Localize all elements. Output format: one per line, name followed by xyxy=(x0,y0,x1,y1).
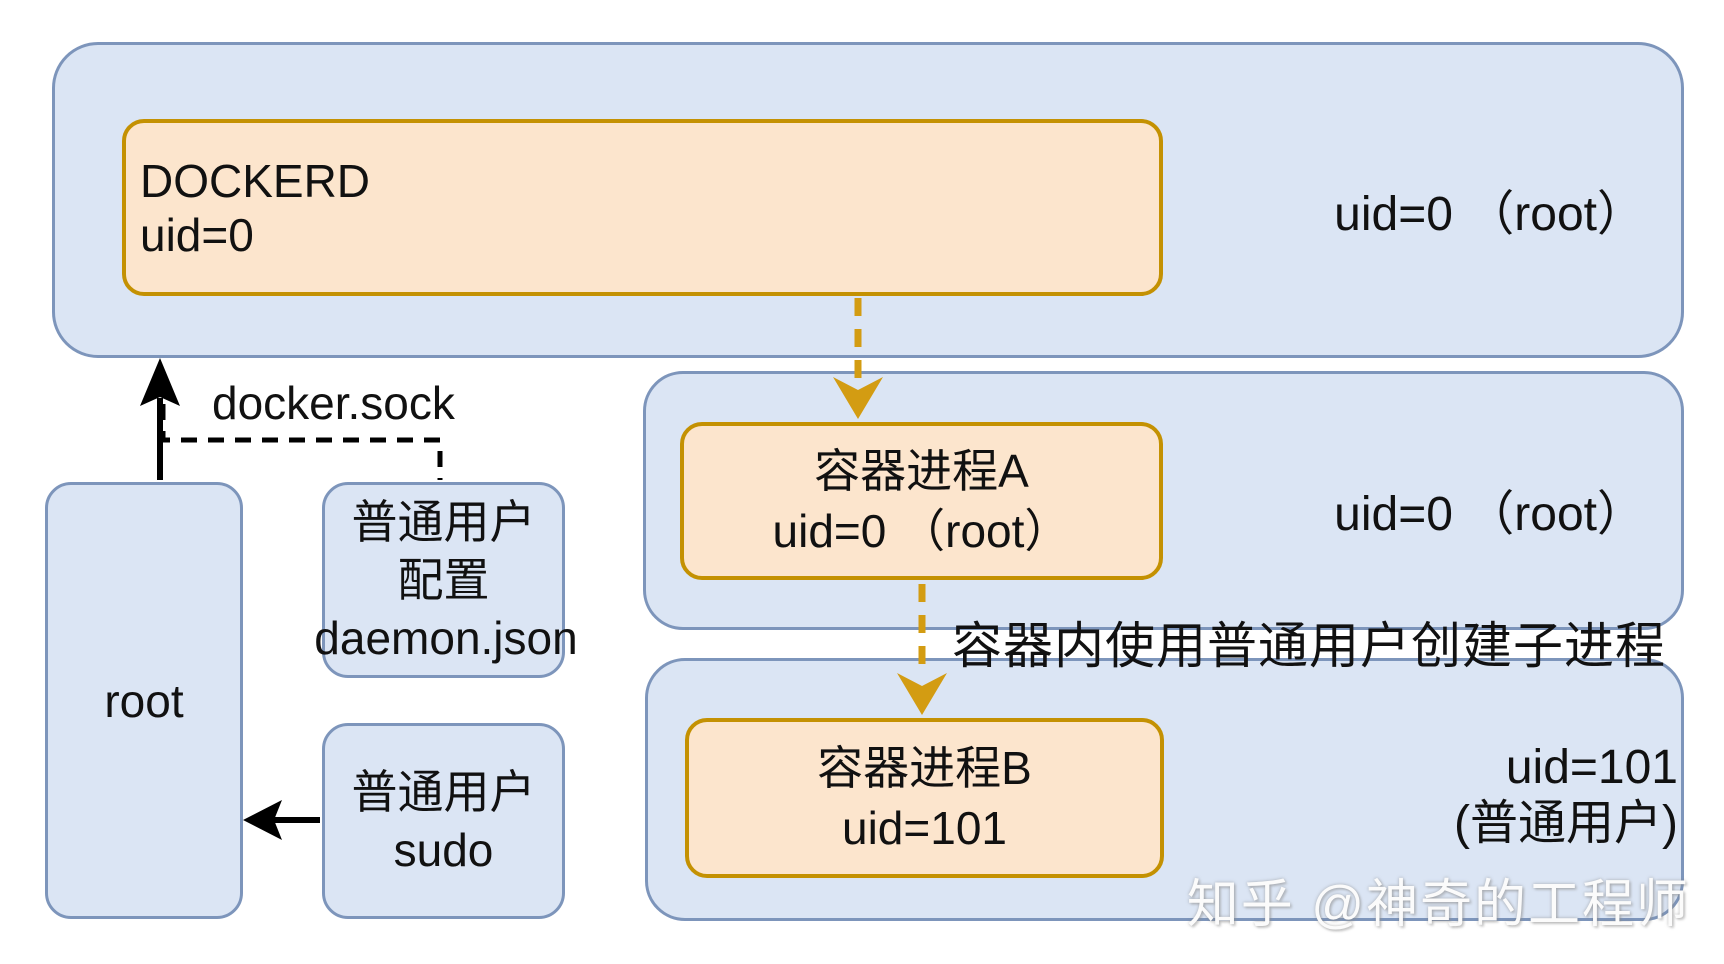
daemon-config-line1: 普通用户 xyxy=(351,496,536,548)
root-to-dockerd-arrow xyxy=(140,358,180,480)
host-uid-label: uid=0 （root） xyxy=(1334,188,1645,241)
daemon-config-box: 普通用户 配置 daemon.json xyxy=(314,482,578,678)
sudo-user-line1: 普通用户 xyxy=(351,766,536,818)
sudo-to-root-arrow xyxy=(243,800,320,840)
dockerd-process-box: DOCKERD uid=0 xyxy=(122,119,1163,296)
container-process-a-box: 容器进程A uid=0 （root） xyxy=(680,422,1163,580)
sudo-user-line2: sudo xyxy=(393,824,494,876)
process-b-uid: uid=101 xyxy=(842,802,1007,854)
watermark: 知乎 @神奇的工程师 xyxy=(1186,876,1690,934)
dockerd-to-process-a-arrow xyxy=(833,298,883,419)
dockerd-uid: uid=0 xyxy=(140,208,254,261)
docker-sock-label: docker.sock xyxy=(212,377,455,429)
root-user-box: root xyxy=(45,482,243,919)
daemon-json-dashed-connector xyxy=(160,404,443,480)
daemon-config-line3: daemon.json xyxy=(314,612,578,664)
process-b-name: 容器进程B xyxy=(817,742,1032,794)
root-user-label: root xyxy=(104,674,184,727)
container-process-b-box: 容器进程B uid=101 xyxy=(685,718,1164,878)
container-a-uid-label: uid=0 （root） xyxy=(1334,488,1645,541)
process-a-uid: uid=0 （root） xyxy=(772,505,1071,557)
subprocess-annotation: 容器内使用普通用户创建子进程 xyxy=(952,618,1666,674)
container-b-uid-line1: uid=101 xyxy=(1505,741,1678,794)
process-a-to-process-b-arrow xyxy=(897,584,947,715)
sudo-user-box: 普通用户 sudo xyxy=(322,723,565,919)
container-b-uid-label: uid=101 (普通用户) xyxy=(1400,740,1678,852)
process-a-name: 容器进程A xyxy=(814,445,1029,497)
container-b-uid-line2: (普通用户) xyxy=(1454,797,1678,850)
dockerd-name: DOCKERD xyxy=(140,154,371,207)
daemon-config-line2: 配置 xyxy=(397,554,490,606)
